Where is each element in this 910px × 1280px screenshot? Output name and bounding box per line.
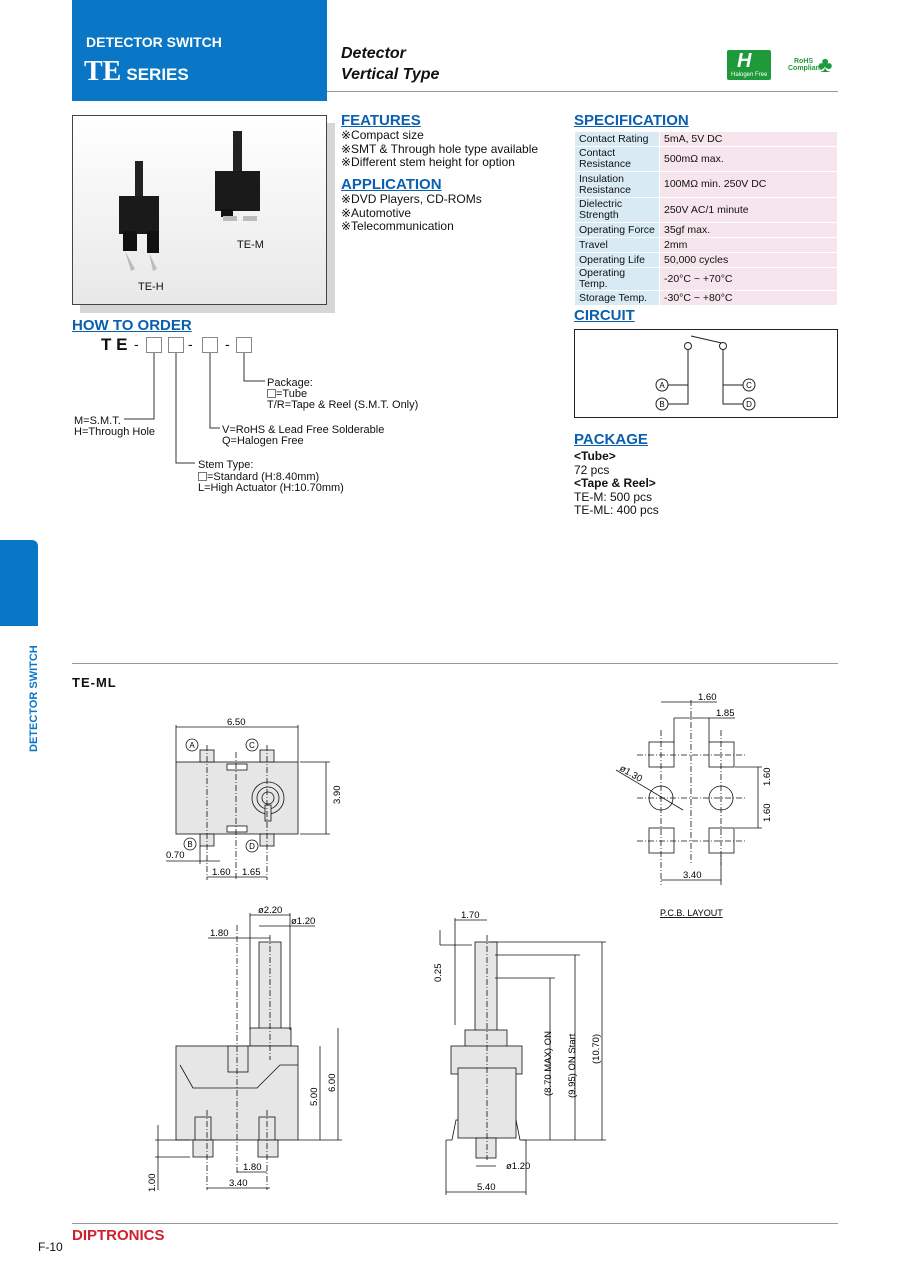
drawing-title: TE-ML xyxy=(72,675,117,690)
terminal-b: B xyxy=(659,400,664,409)
order-pkg-title: Package: xyxy=(267,377,313,389)
svg-text:ø1.20: ø1.20 xyxy=(506,1161,530,1172)
svg-text:A: A xyxy=(189,741,195,750)
side-view-drawing xyxy=(439,918,606,1195)
terminal-c: C xyxy=(746,381,752,390)
application-heading: APPLICATION xyxy=(341,176,442,193)
svg-text:1.60: 1.60 xyxy=(212,867,231,878)
package-heading: PACKAGE xyxy=(574,431,648,448)
series-code: TE xyxy=(84,56,122,87)
specification-heading: SPECIFICATION xyxy=(574,112,689,129)
order-stem-title: Stem Type: xyxy=(198,459,254,471)
top-view-drawing: 6.50 3.90 0.70 1.60 1.65 A C B D xyxy=(166,717,343,880)
svg-text:(9.95) ON Start: (9.95) ON Start xyxy=(567,1033,578,1098)
svg-text:ø2.20: ø2.20 xyxy=(258,905,282,916)
order-pkg-1: =Tube xyxy=(276,388,308,400)
order-stem-1: =Standard (H:8.40mm) xyxy=(207,471,320,483)
section-divider xyxy=(72,663,838,664)
terminal-a: A xyxy=(659,381,665,390)
svg-text:ø1.20: ø1.20 xyxy=(291,916,315,927)
svg-text:1.60: 1.60 xyxy=(762,804,773,823)
pcb-layout-drawing xyxy=(615,700,762,885)
front-view-drawing xyxy=(155,913,342,1190)
svg-text:1.60: 1.60 xyxy=(762,768,773,787)
features-list: ※Compact size※SMT & Through hole type av… xyxy=(341,128,539,169)
svg-text:B: B xyxy=(187,840,192,849)
circuit-diagram: A B C D xyxy=(574,329,838,418)
svg-text:3.40: 3.40 xyxy=(683,870,702,881)
photo-label-te-h: TE-H xyxy=(138,281,164,293)
clover-icon: ♣ xyxy=(818,52,833,77)
svg-text:3.40: 3.40 xyxy=(229,1178,248,1189)
page-number: F-10 xyxy=(38,1240,63,1254)
svg-text:6.00: 6.00 xyxy=(327,1074,338,1093)
features-heading: FEATURES xyxy=(341,112,421,129)
svg-text:1.60: 1.60 xyxy=(698,692,717,703)
svg-text:1.00: 1.00 xyxy=(147,1174,158,1193)
svg-text:0.70: 0.70 xyxy=(166,850,185,861)
svg-text:1.80: 1.80 xyxy=(210,928,229,939)
svg-text:1.65: 1.65 xyxy=(242,867,261,878)
order-pkg-2: T/R=Tape & Reel (S.M.T. Only) xyxy=(267,399,419,411)
svg-text:D: D xyxy=(249,842,255,851)
side-view-labels: 1.70 0.25 (8.70 MAX) ON (9.95) ON Start … xyxy=(433,910,602,1193)
halogen-free-logo: H Halogen Free xyxy=(727,50,771,80)
order-box-package xyxy=(236,337,252,353)
svg-text:5.40: 5.40 xyxy=(477,1182,496,1193)
subtitle-2: Vertical Type xyxy=(341,66,440,83)
svg-text:1.80: 1.80 xyxy=(243,1162,262,1173)
series-word: SERIES xyxy=(126,65,189,84)
order-dash: - xyxy=(225,336,230,352)
svg-text:0.25: 0.25 xyxy=(433,964,444,983)
order-prefix: T E xyxy=(101,335,128,354)
terminal-d: D xyxy=(746,400,752,409)
circuit-heading: CIRCUIT xyxy=(574,307,635,324)
svg-text:3.90: 3.90 xyxy=(332,786,343,805)
order-dash: - xyxy=(134,336,139,352)
order-leader-lines xyxy=(124,353,265,464)
application-list: ※DVD Players, CD-ROMs※Automotive※Telecom… xyxy=(341,192,482,233)
order-stem-2: L=High Actuator (H:10.70mm) xyxy=(198,482,344,494)
order-box-rohs xyxy=(202,337,218,353)
photo-label-te-m: TE-M xyxy=(237,239,264,251)
header-divider xyxy=(327,91,838,92)
how-to-order-heading: HOW TO ORDER xyxy=(72,317,192,334)
svg-text:C: C xyxy=(249,741,255,750)
order-box-stem xyxy=(168,337,184,353)
svg-text:5.00: 5.00 xyxy=(309,1088,320,1107)
order-box-mount xyxy=(146,337,162,353)
category-label: DETECTOR SWITCH xyxy=(86,34,222,50)
svg-text:(10.70): (10.70) xyxy=(591,1034,602,1064)
side-tab xyxy=(0,540,38,626)
pcb-layout-labels: 1.60 1.85 ø1.30 1.60 1.60 3.40 P.C.B. LAYO… xyxy=(618,692,774,918)
footer-divider xyxy=(72,1223,838,1224)
order-mount-1: M=S.M.T. xyxy=(74,415,121,427)
order-rohs-1: V=RoHS & Lead Free Solderable xyxy=(222,424,385,436)
svg-text:ø1.30: ø1.30 xyxy=(618,763,645,785)
product-photo: TE-H TE-M xyxy=(72,115,327,305)
order-dash: - xyxy=(188,336,193,352)
subtitle-1: Detector xyxy=(341,45,406,62)
dimension-drawings: 6.50 3.90 0.70 1.60 1.65 A C B D 1.60 1.85 ø1.… xyxy=(147,692,774,1195)
svg-text:1.85: 1.85 xyxy=(716,708,735,719)
svg-text:P.C.B. LAYOUT: P.C.B. LAYOUT xyxy=(660,908,723,918)
svg-text:6.50: 6.50 xyxy=(227,717,246,728)
order-rohs-2: Q=Halogen Free xyxy=(222,435,304,447)
front-view-labels: ø2.20 ø1.20 1.80 5.00 6.00 1.00 1.80 3.40 xyxy=(147,905,338,1192)
rohs-compliant-logo: RoHS Compliant ♣ xyxy=(788,52,833,77)
svg-text:1.70: 1.70 xyxy=(461,910,480,921)
brand-logo: DIPTRONICS xyxy=(72,1227,165,1244)
order-mount-2: H=Through Hole xyxy=(74,426,156,438)
svg-text:(8.70 MAX) ON: (8.70 MAX) ON xyxy=(543,1031,554,1096)
